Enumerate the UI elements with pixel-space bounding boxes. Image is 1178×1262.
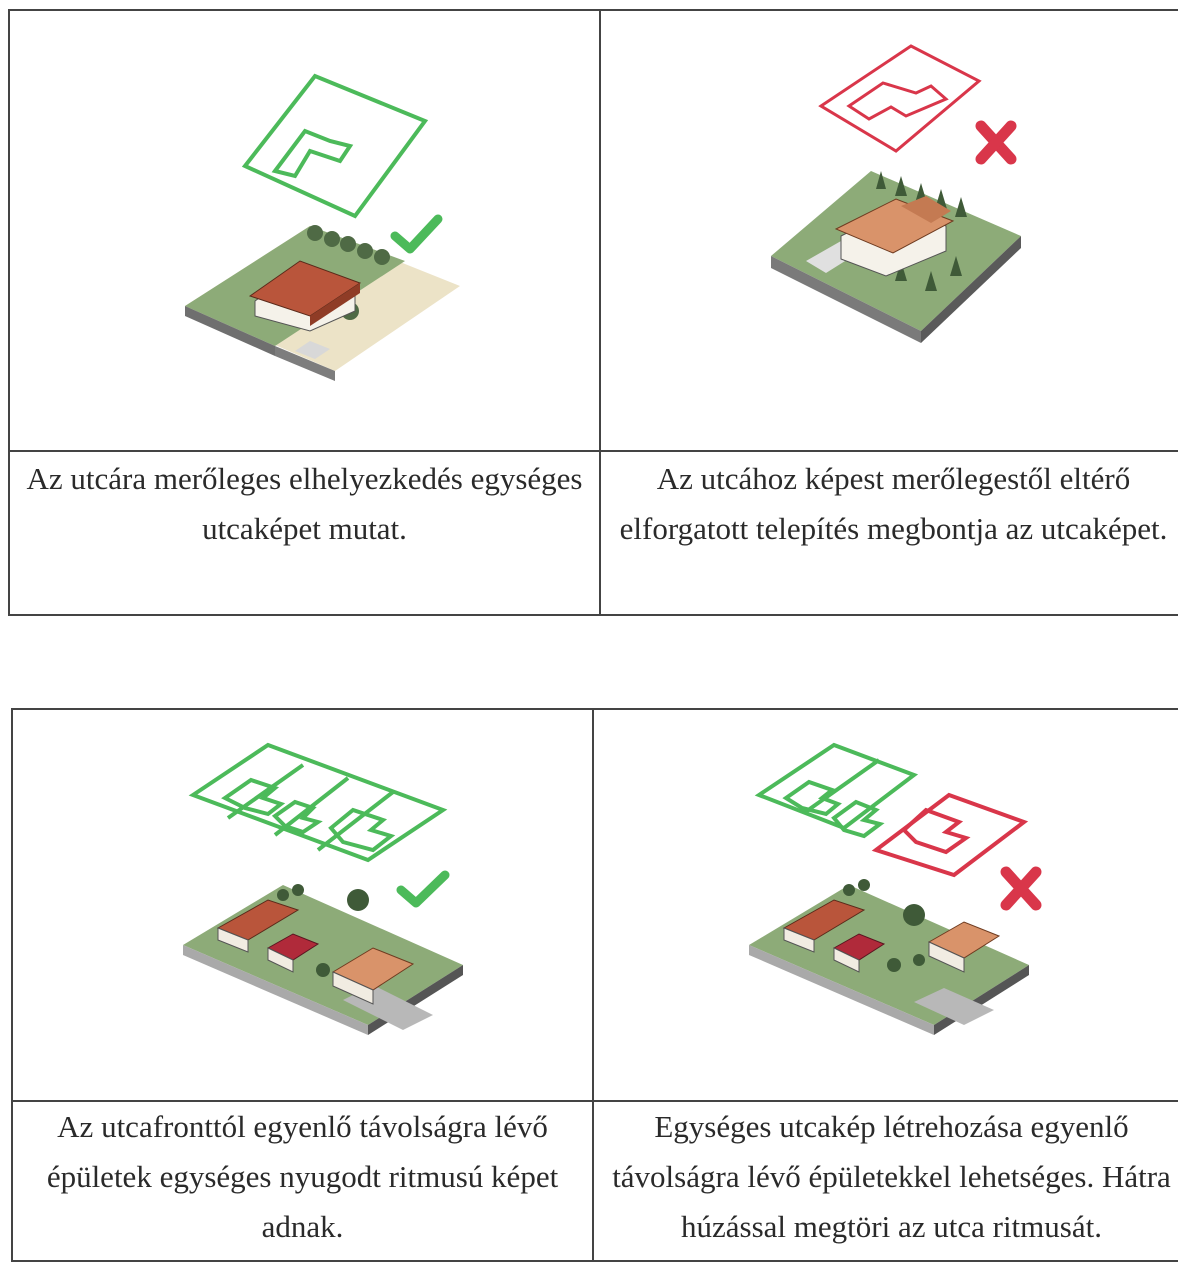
trees [843, 879, 926, 972]
caption-cell-perpendicular: Az utcára merőleges elhelyezkedés egység… [8, 450, 601, 616]
check-icon [390, 214, 443, 254]
cross-icon [1000, 866, 1042, 911]
plot-outline-green [241, 73, 429, 219]
illustration-cell-perpendicular [8, 9, 601, 452]
street-ground [749, 885, 1030, 1035]
caption-perpendicular: Az utcára merőleges elhelyezkedés egység… [26, 461, 583, 546]
caption-setback: Egységes utcakép létrehozása egyenlő táv… [612, 1109, 1171, 1244]
caption-cell-equal-distance: Az utcafronttól egyenlő távolságra lévő … [10, 1100, 595, 1262]
comparison-table-2: Az utcafronttól egyenlő távolságra lévő … [10, 708, 1178, 1262]
comparison-table-1: Az utcára merőleges elhelyezkedés egység… [8, 9, 1178, 616]
caption-rotated: Az utcához képest merőlegestől eltérő el… [619, 461, 1168, 546]
illustration-cell-rotated [599, 9, 1178, 452]
caption-cell-setback: Egységes utcakép létrehozása egyenlő táv… [592, 1100, 1178, 1262]
houses [216, 899, 415, 1005]
illustration-cell-equal-distance [10, 708, 595, 1102]
plot-outlines [754, 742, 1029, 878]
house [248, 260, 362, 332]
cross-icon [975, 120, 1017, 165]
houses [782, 899, 1001, 973]
plot-outline-red [818, 44, 982, 153]
caption-equal-distance: Az utcafronttól egyenlő távolságra lévő … [46, 1109, 559, 1244]
house [834, 196, 955, 277]
caption-cell-rotated: Az utcához képest merőlegestől eltérő el… [599, 450, 1178, 616]
illustration-cell-setback [592, 708, 1178, 1102]
plot-outlines-green [188, 742, 448, 863]
trees [277, 884, 369, 977]
check-icon [396, 870, 450, 908]
street-ground [183, 885, 463, 1035]
